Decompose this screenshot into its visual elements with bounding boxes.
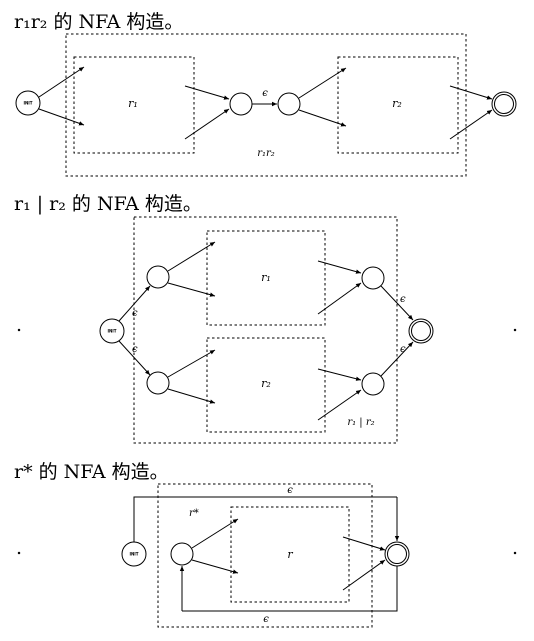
union-r2-box — [206, 337, 326, 433]
concat-outer-box — [65, 33, 467, 177]
edge-r1-final-to-accept — [380, 285, 414, 321]
r2-box — [337, 56, 459, 154]
r-label: r — [287, 548, 293, 561]
loop-back-path — [182, 566, 398, 612]
edge-r2-to-final-bottom — [449, 109, 493, 140]
edge-to-r2-bottom — [298, 109, 347, 127]
accept-state-inner — [494, 94, 514, 114]
r1-label: r₁ — [128, 97, 138, 110]
epsilon-label: ϵ — [262, 88, 268, 99]
init-label: INIT — [23, 101, 32, 106]
right-dot: . — [512, 314, 518, 336]
edge-r1-to-mid-top — [184, 85, 230, 100]
star-start-state — [170, 542, 194, 566]
edge-r2-to-final-top — [449, 85, 493, 100]
edge-r-to-accept-bottom — [342, 559, 386, 591]
edge-r1-to-final-top — [317, 260, 362, 274]
r1r2-label: r₁r₂ — [257, 148, 275, 159]
star-outer-box — [157, 483, 373, 628]
epsilon-loop-label: ϵ — [263, 614, 269, 625]
edge-r2-final-to-accept — [380, 341, 414, 377]
edge-lower-to-r2-bottom — [167, 388, 216, 404]
union-r2-final-state — [361, 372, 385, 396]
edge-lower-to-r2-top — [167, 349, 216, 378]
union-init-label: INIT — [107, 329, 116, 334]
concat-caption: r₁r₂ 的 NFA 构造。 — [14, 11, 183, 33]
union-r1-label: r₁ — [261, 271, 271, 284]
union-r1-box — [206, 230, 326, 326]
r1-or-r2-label: r₁ | r₂ — [347, 417, 374, 428]
edge-init-to-r1-top — [38, 66, 85, 98]
union-outer-box — [133, 216, 398, 444]
bypass-path — [133, 496, 397, 542]
edge-init-to-upper — [118, 285, 151, 322]
union-accept-state-inner — [411, 321, 431, 341]
edge-r2-to-final-top — [317, 368, 362, 381]
union-r1-start-state — [146, 265, 170, 289]
star-r-box — [230, 506, 350, 603]
r2-label: r₂ — [392, 97, 402, 110]
edge-start-to-r-top — [191, 518, 239, 549]
edge-r-to-accept-top — [342, 536, 386, 551]
edge-r1-to-mid-bottom — [184, 108, 230, 140]
edge-to-r2-top — [298, 67, 347, 99]
edge-upper-to-r1-top — [167, 241, 216, 272]
union-r2-label: r₂ — [261, 377, 271, 390]
epsilon-join-upper-label: ϵ — [400, 294, 406, 305]
star-caption: r* 的 NFA 构造。 — [14, 461, 169, 483]
star-init-label: INIT — [129, 552, 138, 557]
edge-init-to-r1-bottom — [38, 108, 85, 126]
left-dot: . — [16, 314, 22, 336]
r-star-label: r* — [189, 508, 199, 519]
epsilon-lower-label: ϵ — [132, 344, 138, 355]
epsilon-upper-label: ϵ — [132, 308, 138, 319]
edge-start-to-r-bottom — [191, 559, 239, 574]
star-right-dot: . — [512, 537, 518, 559]
star-diagram: r* 的 NFA 构造。 . . INIT ϵ r* r ϵ — [14, 461, 518, 628]
union-caption: r₁ | r₂ 的 NFA 构造。 — [14, 193, 202, 215]
union-diagram: r₁ | r₂ 的 NFA 构造。 . . INIT ϵ ϵ r₁ r₂ ϵ ϵ — [14, 193, 518, 444]
r1-final-state — [229, 92, 253, 116]
star-accept-state-inner — [387, 544, 407, 564]
edge-init-to-lower — [118, 340, 151, 376]
union-r1-final-state — [361, 266, 385, 290]
init-state — [15, 90, 41, 116]
edge-r2-to-final-bottom — [317, 389, 362, 421]
r2-start-state — [277, 92, 301, 116]
r1-box — [73, 56, 195, 154]
concat-diagram: r₁r₂ 的 NFA 构造。 INIT r₁ ϵ r₂ r₁r₂ — [14, 11, 517, 177]
epsilon-join-lower-label: ϵ — [400, 344, 406, 355]
edge-r1-to-final-bottom — [317, 282, 362, 315]
edge-upper-to-r1-bottom — [167, 282, 216, 297]
union-init-state — [99, 318, 125, 344]
union-r2-start-state — [146, 371, 170, 395]
epsilon-bypass-label: ϵ — [287, 485, 293, 496]
star-left-dot: . — [16, 537, 22, 559]
